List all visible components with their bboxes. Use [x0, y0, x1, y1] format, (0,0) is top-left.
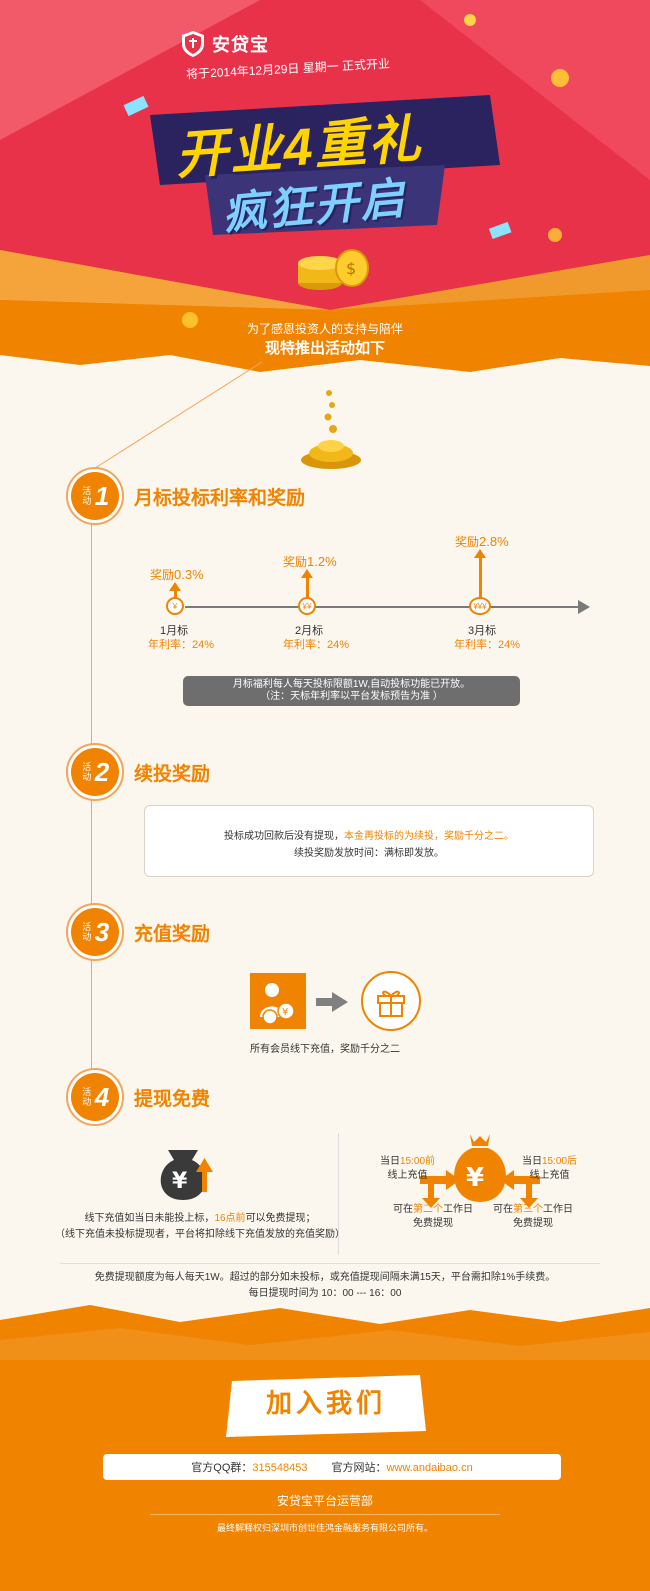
svg-text:¥: ¥: [172, 1169, 188, 1194]
svg-text:¥: ¥: [466, 1163, 484, 1193]
tier-1-reward: 奖励0.3%: [150, 567, 204, 582]
monthly-note: 月标福利每人每天投标限额1W,自动投标功能已开放。 （注：天标年利率以平台发标预…: [183, 676, 520, 706]
activity-3-header: 活动 3 充值奖励: [66, 903, 210, 961]
activity-number: 1: [94, 480, 110, 511]
divider-rule: [60, 1263, 600, 1264]
footer-background: [0, 1305, 650, 1591]
activity-title: 充值奖励: [134, 923, 211, 945]
activity-number: 4: [94, 1081, 110, 1112]
copyright: 最终解释权归深圳市创世佳鸿金融服务有限公司所有。: [216, 1523, 433, 1533]
activity-tag: 活动: [82, 1087, 92, 1107]
axis-arrowhead: [578, 600, 590, 614]
reinvest-line-1a: 投标成功回款后没有提现，: [224, 831, 344, 842]
contact-bar: 官方QQ群：315548453 官方网站：www.andaibao.cn: [103, 1454, 561, 1480]
flow-after-15: 当日15:00后 线上充值: [522, 1156, 578, 1181]
join-us-button[interactable]: 加入我们: [265, 1388, 386, 1418]
svg-text:$: $: [346, 259, 356, 278]
tier-1-rate: 年利率：24%: [148, 639, 215, 651]
reinvest-info-box: 投标成功回款后没有提现，本金再投标的为续投，奖励千分之二。 续投奖励发放时间：满…: [144, 805, 594, 877]
limits-line-1: 免费提现额度为每人每天1W。超过的部分如未投标，或充值提现间隔未满15天，平台需…: [94, 1272, 556, 1283]
withdraw-limits: 免费提现额度为每人每天1W。超过的部分如未投标，或充值提现间隔未满15天，平台需…: [0, 1270, 650, 1302]
up-arrow-icon: [169, 582, 181, 591]
activity-badge: 活动 4: [66, 1068, 124, 1126]
up-arrow-shaft: [479, 557, 482, 598]
reinvest-line-1b: 本金再投标的为续投，奖励千分之二。: [344, 831, 514, 842]
tier-2-label: 2月标: [295, 625, 324, 637]
activity-badge: 活动 2: [66, 743, 124, 801]
withdraw-line-1a: 线下充值如当日未能投上标，: [84, 1213, 215, 1224]
activity-1-header: 活动 1 月标投标利率和奖励: [66, 467, 305, 525]
flow-second-day: 可在第二个工作日 免费提现: [393, 1204, 473, 1229]
activity-title: 月标投标利率和奖励: [134, 487, 306, 509]
tier-3-reward: 奖励2.8%: [455, 534, 509, 549]
tier-2-rate: 年利率：24%: [283, 639, 350, 651]
operating-dept: 安贷宝平台运营部: [276, 1494, 373, 1508]
up-arrow-shaft: [306, 577, 309, 598]
gift-icon: [361, 971, 421, 1031]
activity-tag: 活动: [82, 922, 92, 942]
note-line-1: 月标福利每人每天投标限额1W,自动投标功能已开放。: [232, 679, 471, 690]
site-label: 官方网站：: [331, 1462, 387, 1474]
section-divider: [338, 1133, 339, 1255]
qq-label: 官方QQ群：: [191, 1462, 253, 1474]
withdraw-info: 线下充值如当日未能投上标，16点前可以免费提现； （线下充值未投标提现者，平台将…: [50, 1211, 350, 1243]
intro-line-2: 现特推出活动如下: [264, 340, 385, 357]
limits-line-2: 每日提现时间为 10：00 --- 16：00: [248, 1288, 402, 1299]
shield-logo-icon: [182, 31, 204, 57]
tier-3-node: ¥¥¥: [469, 597, 491, 615]
coin-stack-icon: $: [298, 249, 369, 290]
activity-title: 续投奖励: [134, 763, 211, 785]
brand-name: 安贷宝: [212, 35, 269, 55]
activity-tag: 活动: [82, 762, 92, 782]
activity-4-header: 活动 4 提现免费: [66, 1068, 210, 1126]
activity-tag: 活动: [82, 486, 92, 506]
tier-2-node: ¥¥: [298, 597, 316, 615]
site-link[interactable]: www.andaibao.cn: [386, 1462, 473, 1474]
activity-badge: 活动 1: [66, 467, 124, 525]
tier-1-node: ¥: [166, 597, 184, 615]
flow-arrows: [420, 1170, 540, 1208]
yuan-bag-icon: ¥: [454, 1134, 506, 1202]
activity-number: 3: [94, 916, 110, 947]
note-line-2: （注：天标年利率以平台发标预告为准 ）: [260, 691, 443, 702]
svg-text:¥: ¥: [282, 1007, 288, 1018]
join-button-shape: [226, 1375, 426, 1437]
up-arrow-icon: [301, 569, 313, 578]
right-arrow-icon: [316, 992, 348, 1012]
reward-timeline-axis: [185, 606, 580, 608]
footer-rule: [150, 1514, 500, 1515]
tier-1-label: 1月标: [160, 625, 189, 637]
hero-banner: 安贷宝 将于2014年12月29日 星期一 正式开业 开业4重礼 疯狂开启 $ …: [0, 0, 650, 380]
tier-2-reward: 奖励1.2%: [283, 554, 337, 569]
tier-3-label: 3月标: [468, 625, 497, 637]
title-banner-back: [150, 95, 500, 185]
flow-before-15: 当日15:00前 线上充值: [380, 1156, 436, 1181]
qq-value: 315548453: [252, 1462, 308, 1474]
subtitle-banner-back: [205, 165, 445, 235]
brand-logo[interactable]: 安贷宝: [180, 30, 269, 58]
flow-third-day: 可在第三个工作日 免费提现: [493, 1204, 573, 1229]
activity-title: 提现免费: [134, 1088, 211, 1110]
timeline-line: [91, 520, 92, 1090]
reinvest-line-2: 续投奖励发放时间：满标即发放。: [294, 848, 444, 859]
withdraw-line-2: （线下充值未投标提现者，平台将扣除线下充值发放的充值奖励）: [55, 1229, 345, 1240]
money-bag-icon: ¥: [160, 1150, 213, 1200]
withdraw-line-1c: 可以免费提现；: [245, 1213, 316, 1224]
activity-2-header: 活动 2 续投奖励: [66, 743, 210, 801]
intro-line-1: 为了感恩投资人的支持与陪伴: [246, 322, 403, 336]
activity-number: 2: [94, 756, 110, 787]
up-arrow-shaft: [174, 590, 177, 598]
activity-badge: 活动 3: [66, 903, 124, 961]
tier-3-rate: 年利率：24%: [454, 639, 521, 651]
falling-coins-icon: [301, 390, 361, 469]
withdraw-line-1b: 16点前: [214, 1213, 246, 1224]
official-site[interactable]: 官方网站：www.andaibao.cn: [331, 1459, 472, 1475]
qq-group[interactable]: 官方QQ群：315548453: [191, 1459, 307, 1475]
user-yuan-icon: ¥: [250, 973, 306, 1029]
recharge-caption: 所有会员线下充值，奖励千分之二: [250, 1044, 400, 1055]
up-arrow-icon: [474, 549, 486, 558]
